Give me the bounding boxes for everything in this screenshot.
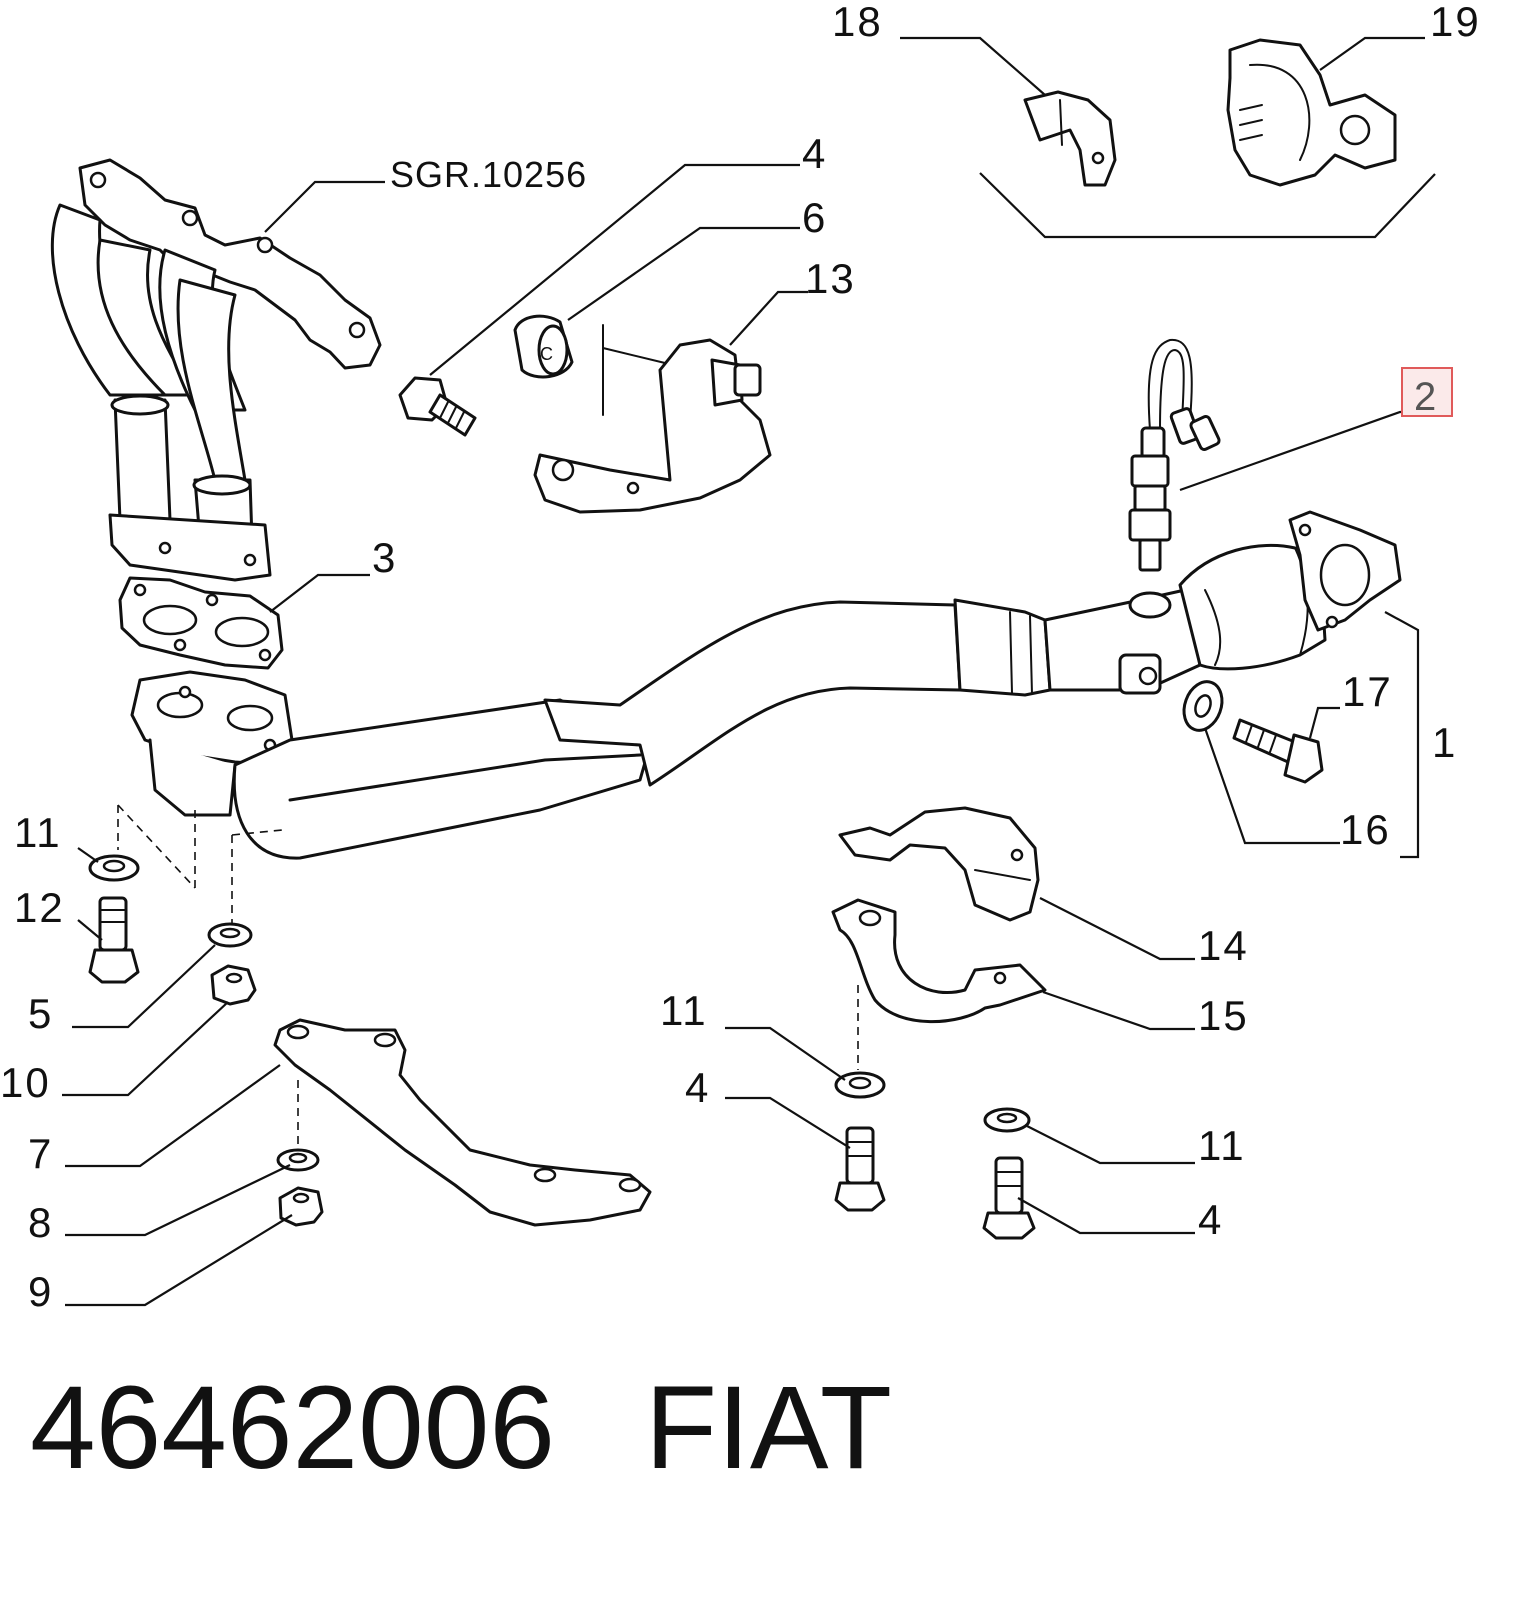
washer-5 — [207, 922, 253, 948]
clip-18 — [1023, 90, 1117, 187]
callout-3: 3 — [372, 534, 397, 581]
callout-16: 16 — [1340, 806, 1391, 853]
leader-lines — [62, 36, 1450, 1307]
front-exhaust-pipe — [130, 510, 1402, 860]
spring-washer-11-right — [983, 1107, 1031, 1133]
lambda-sensor — [1128, 338, 1221, 572]
bolt-4-top — [398, 376, 477, 437]
bracket-7 — [273, 1018, 652, 1227]
callout-10: 10 — [0, 1059, 51, 1106]
rubber-bush-6: C — [513, 314, 574, 379]
reference-sgr: SGR.10256 — [390, 154, 587, 195]
bolt-4-right — [982, 1156, 1036, 1240]
callout-2-highlight: 2 — [1401, 367, 1453, 419]
spring-washer-11-mid — [834, 1071, 886, 1099]
callout-14: 14 — [1198, 922, 1249, 969]
svg-text:C: C — [540, 344, 554, 364]
callout-5: 5 — [28, 990, 53, 1037]
callout-4-mid: 4 — [685, 1064, 710, 1111]
part-caption: 46462006 FIAT — [30, 1360, 892, 1500]
callout-15: 15 — [1198, 992, 1249, 1039]
support-strap-15 — [831, 898, 1047, 1024]
callout-17: 17 — [1342, 668, 1393, 715]
washer-16 — [1182, 680, 1224, 732]
spring-washer-11-left — [88, 854, 140, 882]
manifold-gasket — [118, 576, 284, 670]
callout-19: 19 — [1430, 0, 1481, 45]
support-strap-14 — [838, 806, 1040, 922]
bolt-17 — [1232, 718, 1324, 784]
brand-name: FIAT — [645, 1362, 892, 1494]
nut-10 — [210, 964, 257, 1006]
callout-12: 12 — [14, 884, 65, 931]
callout-18: 18 — [832, 0, 883, 45]
callout-9: 9 — [28, 1268, 53, 1315]
group-bracket-18-19 — [979, 172, 1436, 239]
part-number: 46462006 — [30, 1362, 556, 1494]
callout-13: 13 — [805, 255, 856, 302]
bolt-4-mid — [834, 1126, 886, 1212]
callout-4-right: 4 — [1198, 1196, 1223, 1243]
bolt-12 — [88, 896, 140, 984]
callout-11-mid: 11 — [660, 987, 708, 1034]
callout-8: 8 — [28, 1199, 53, 1246]
assembly-guides — [117, 804, 859, 1150]
callout-7: 7 — [28, 1130, 53, 1177]
callout-11-right: 11 — [1198, 1122, 1246, 1169]
callout-2: 2 — [1414, 375, 1436, 419]
callout-11-left: 11 — [14, 809, 62, 856]
bracket-13 — [533, 324, 772, 514]
callout-labels: 18 19 SGR.10256 4 6 13 2 3 17 1 16 11 12… — [0, 0, 1481, 1315]
callout-6: 6 — [802, 194, 827, 241]
clamp-19 — [1226, 38, 1397, 187]
callout-1: 1 — [1432, 719, 1457, 766]
callout-4-top: 4 — [802, 130, 827, 177]
exhaust-manifold — [50, 158, 382, 582]
